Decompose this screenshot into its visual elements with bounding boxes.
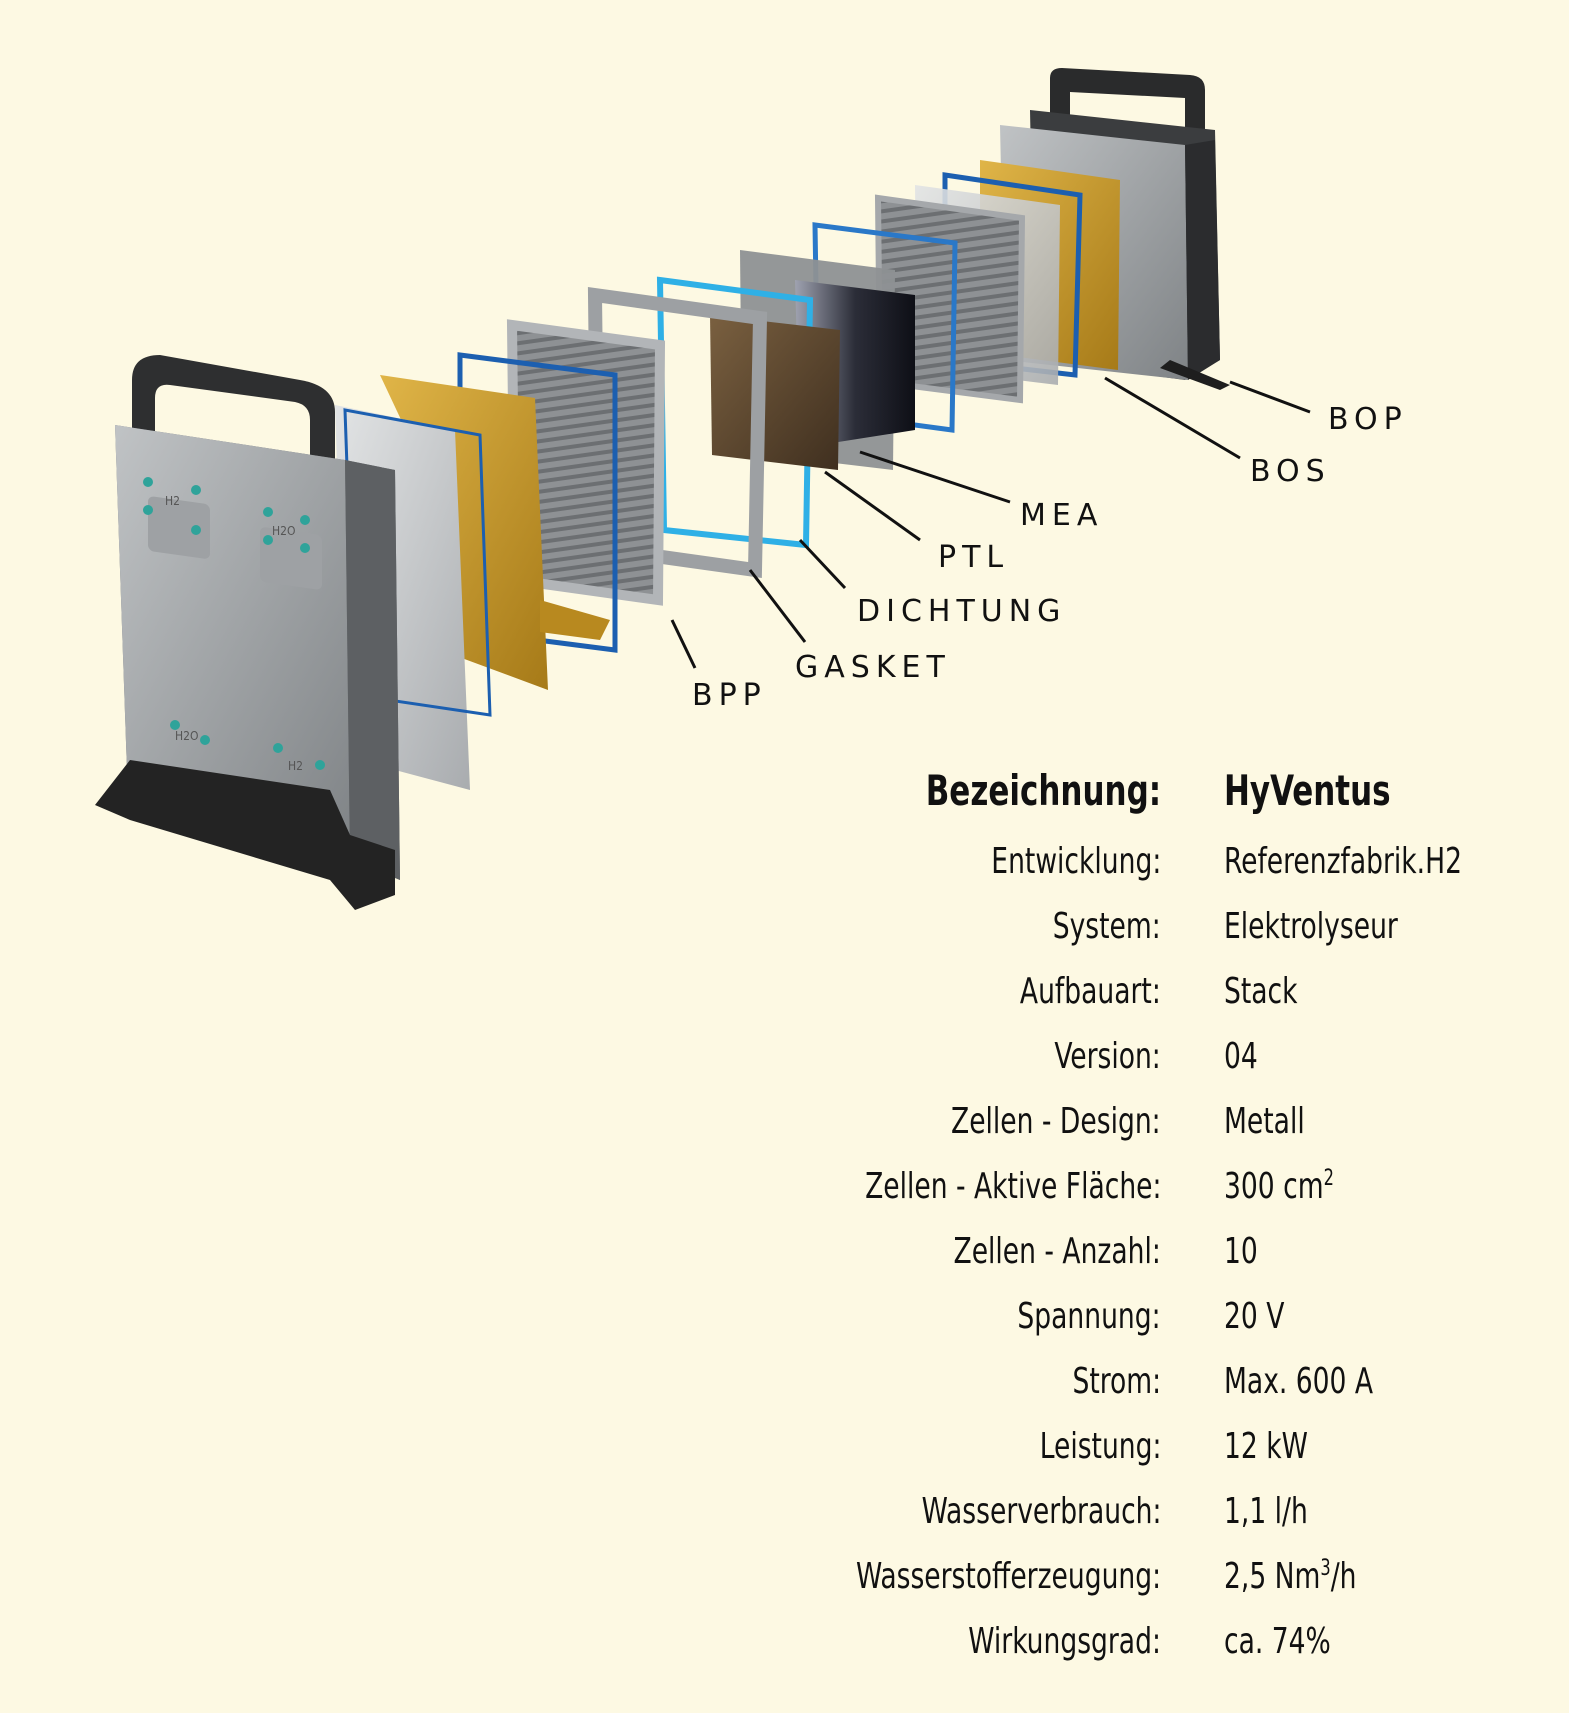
- spec-value-text: 2,5 Nm: [1224, 1556, 1321, 1597]
- spec-value-with-sup: 300 cm2: [1224, 1166, 1334, 1207]
- spec-row: Zellen - Design: Metall: [0, 1101, 1569, 1161]
- leader-lines: [670, 376, 1311, 669]
- port-label-h2o-top: H2O: [272, 524, 295, 538]
- spec-label: Aufbauart:: [1020, 971, 1161, 1012]
- spec-header-label: Bezeichnung:: [925, 766, 1161, 815]
- ptl-layer: [710, 315, 840, 470]
- spec-value-superscript: 2: [1323, 1166, 1334, 1191]
- spec-value-suffix: /h: [1330, 1556, 1357, 1597]
- spec-value: Stack: [1224, 971, 1298, 1012]
- port-label-h2-top: H2: [165, 494, 180, 508]
- spec-value: 20 V: [1224, 1296, 1285, 1337]
- spec-row: Zellen - Aktive Fläche: 300 cm2: [0, 1166, 1569, 1226]
- mounting-bracket: [95, 760, 395, 910]
- spec-label: Spannung:: [1017, 1296, 1161, 1337]
- spec-row: Spannung: 20 V: [0, 1296, 1569, 1356]
- spec-row: Wasserstofferzeugung: 2,5 Nm3/h: [0, 1556, 1569, 1616]
- spec-label: Zellen - Anzahl:: [953, 1231, 1161, 1272]
- port-label-h2o-bottom: H2O: [175, 729, 198, 743]
- spec-label: Wasserverbrauch:: [921, 1491, 1161, 1532]
- spec-value-with-sup: 2,5 Nm3/h: [1224, 1556, 1357, 1597]
- callout-mea: MEA: [1020, 498, 1104, 533]
- spec-row: Entwicklung: Referenzfabrik.H2: [0, 841, 1569, 901]
- callout-bpp: BPP: [692, 678, 767, 713]
- spec-row: Zellen - Anzahl: 10: [0, 1231, 1569, 1291]
- callout-bop: BOP: [1328, 402, 1408, 437]
- spec-value: 10: [1224, 1231, 1258, 1272]
- spec-value: 04: [1224, 1036, 1258, 1077]
- spec-value: Metall: [1224, 1101, 1305, 1142]
- spec-row: System: Elektrolyseur: [0, 906, 1569, 966]
- spec-row: Leistung: 12 kW: [0, 1426, 1569, 1486]
- spec-row: Wirkungsgrad: ca. 74%: [0, 1621, 1569, 1681]
- spec-value: Max. 600 A: [1224, 1361, 1374, 1402]
- left-end-plate: H2 H2O H2O H2: [95, 355, 400, 910]
- spec-label: Strom:: [1072, 1361, 1161, 1402]
- spec-label: Version:: [1054, 1036, 1161, 1077]
- spec-value: Elektrolyseur: [1224, 906, 1398, 947]
- spec-row: Wasserverbrauch: 1,1 l/h: [0, 1491, 1569, 1551]
- spec-header-row: Bezeichnung: HyVentus: [0, 766, 1569, 826]
- spec-value: 1,1 l/h: [1224, 1491, 1308, 1532]
- spec-row: Version: 04: [0, 1036, 1569, 1096]
- spec-row: Aufbauart: Stack: [0, 971, 1569, 1031]
- spec-label: Entwicklung:: [991, 841, 1161, 882]
- spec-label: Wirkungsgrad:: [968, 1621, 1161, 1662]
- spec-label: System:: [1053, 906, 1161, 947]
- spec-value-text: 300 cm: [1224, 1166, 1324, 1207]
- callout-gasket: GASKET: [795, 650, 951, 685]
- spec-label: Wasserstofferzeugung:: [855, 1556, 1161, 1597]
- callout-bos: BOS: [1250, 454, 1331, 489]
- port-label-h2-bottom: H2: [288, 759, 303, 773]
- spec-value: Referenzfabrik.H2: [1224, 841, 1462, 882]
- spec-value-superscript: 3: [1320, 1556, 1331, 1581]
- callout-dichtung: DICHTUNG: [857, 594, 1067, 629]
- spec-label: Leistung:: [1039, 1426, 1161, 1467]
- exploded-stack-diagram: H2 H2O H2O H2: [95, 68, 1311, 910]
- spec-row: Strom: Max. 600 A: [0, 1361, 1569, 1421]
- callout-ptl: PTL: [938, 540, 1010, 575]
- spec-header-value: HyVentus: [1224, 766, 1391, 815]
- spec-value: 12 kW: [1224, 1426, 1308, 1467]
- spec-label: Zellen - Design:: [951, 1101, 1161, 1142]
- spec-label: Zellen - Aktive Fläche:: [864, 1166, 1161, 1207]
- spec-value: ca. 74%: [1224, 1621, 1331, 1662]
